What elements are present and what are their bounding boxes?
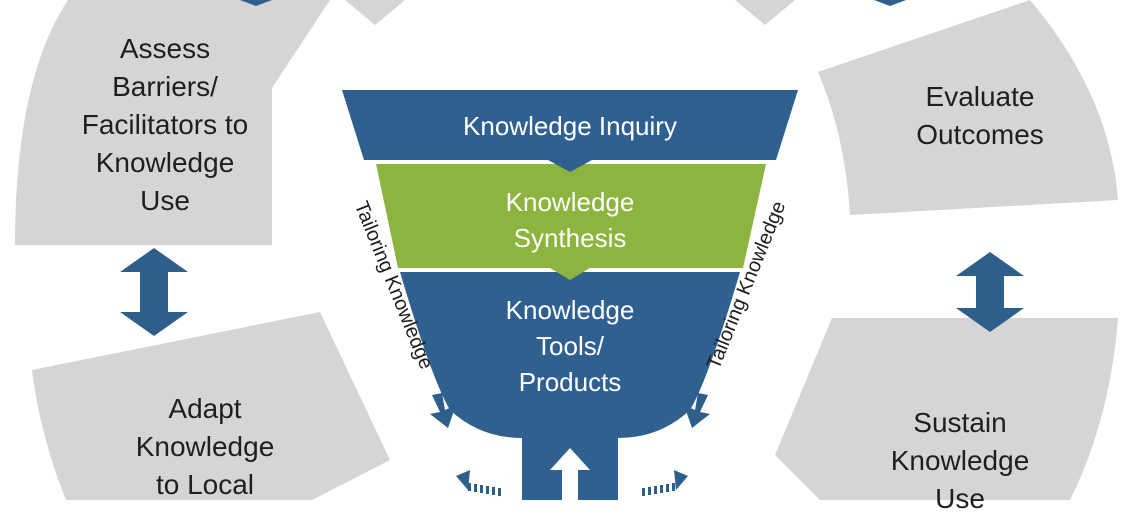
top-right-arrow-icon — [874, 0, 906, 6]
right-dotted-arrow-icon — [642, 470, 688, 496]
funnel-inquiry — [342, 90, 798, 160]
segment-adapt — [32, 312, 390, 500]
segment-assess — [15, 0, 330, 245]
label-knowledge-tools: Knowledge Tools/ Products — [505, 295, 635, 397]
segment-evaluate — [818, 0, 1118, 215]
chevron-down-icon — [550, 268, 590, 280]
chevron-down-icon — [548, 160, 592, 172]
right-double-arrow-icon — [956, 252, 1024, 332]
label-knowledge-synthesis: Knowledge Synthesis — [505, 187, 635, 253]
label-assess-barriers: Assess Barriers/ Facilitators to Knowled… — [81, 33, 249, 216]
left-dotted-arrow-icon — [456, 470, 501, 496]
label-adapt-knowledge: Adapt Knowledge to Local — [135, 393, 275, 500]
top-left-arrow-icon — [240, 0, 272, 6]
label-evaluate-outcomes: Evaluate Outcomes — [916, 81, 1044, 150]
up-arrow-icon — [550, 448, 590, 500]
funnel-tools — [400, 272, 740, 500]
segment-top-right — [735, 0, 795, 25]
knowledge-to-action-diagram — [15, 0, 1118, 500]
funnel-synthesis — [376, 164, 766, 268]
label-sustain-knowledge: Sustain Knowledge Use — [890, 407, 1030, 514]
segment-top-left — [345, 0, 405, 25]
segment-sustain — [775, 318, 1118, 500]
label-knowledge-inquiry: Knowledge Inquiry — [463, 111, 677, 141]
left-double-arrow-icon — [120, 248, 188, 336]
right-tailoring-arrow-icon — [684, 393, 710, 428]
left-tailoring-arrow-icon — [430, 393, 456, 428]
